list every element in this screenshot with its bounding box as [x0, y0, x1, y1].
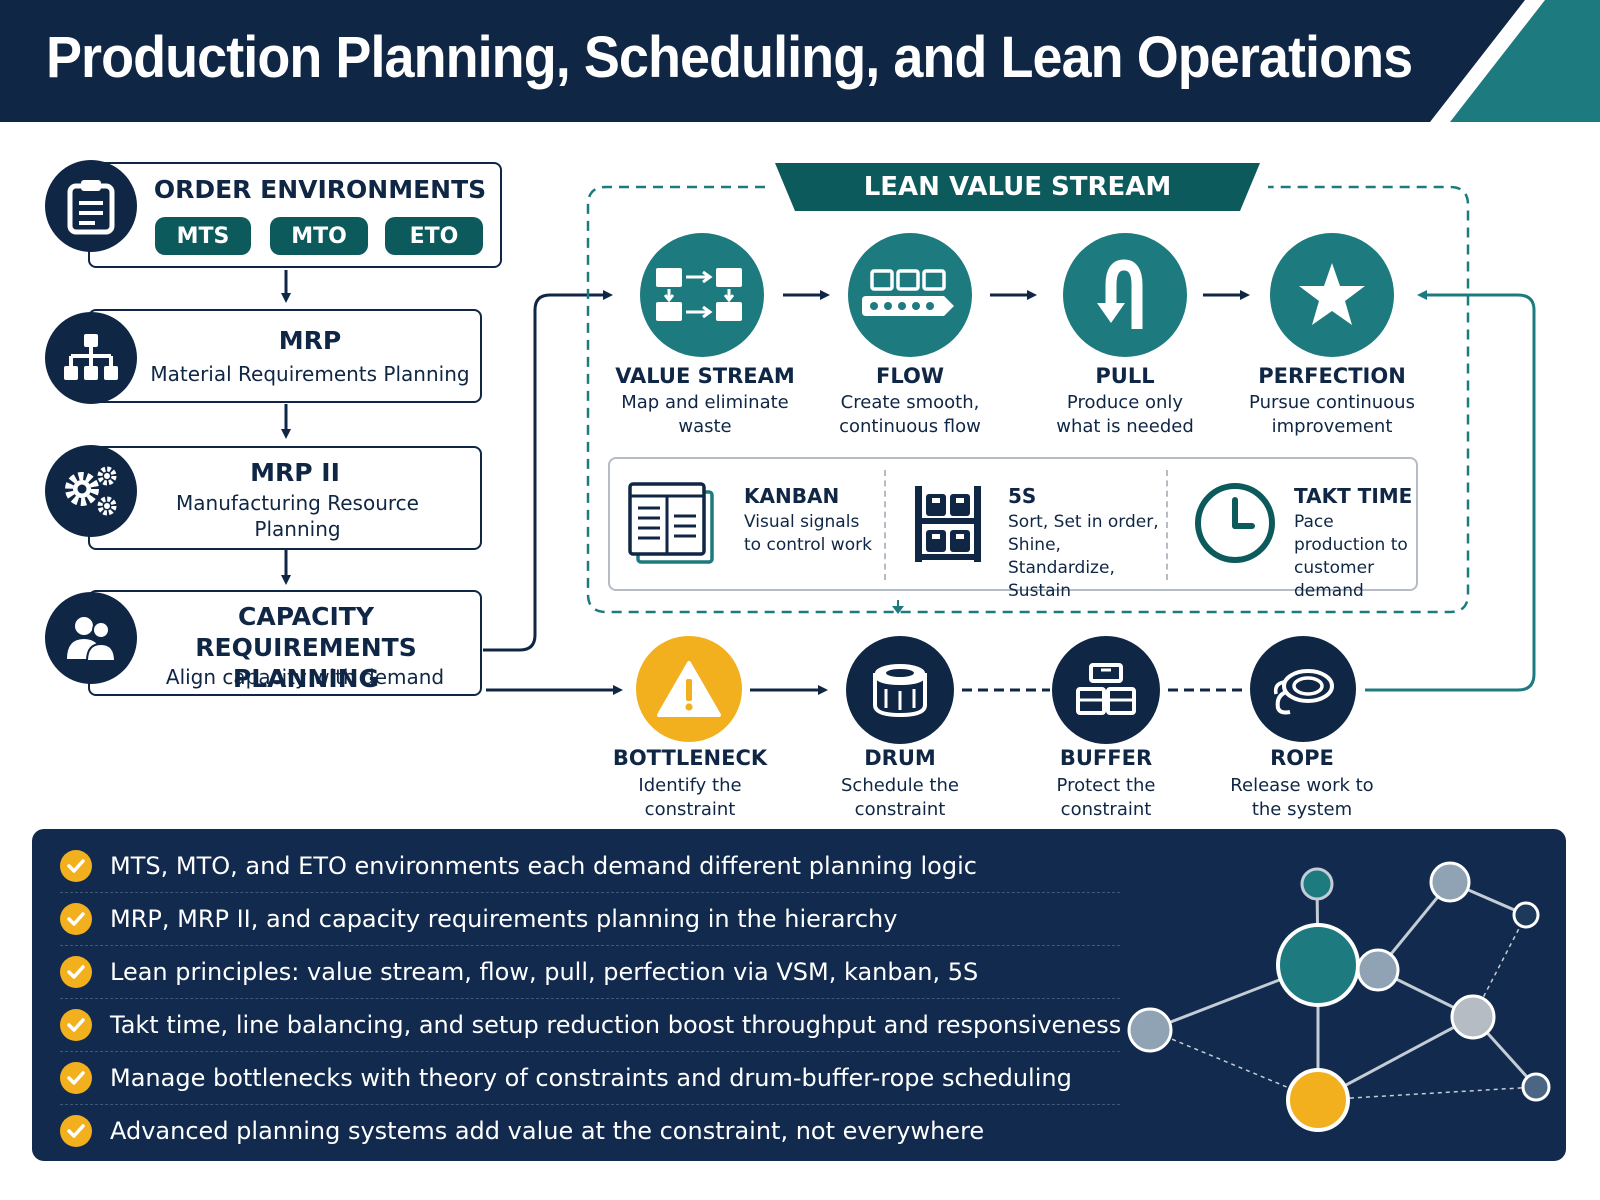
checkmark-icon: [60, 1115, 92, 1147]
value-stream-icon: [656, 268, 742, 321]
flow-circle: [848, 233, 972, 357]
u-turn-arrow-icon: [1097, 259, 1143, 329]
gears-icon: [65, 466, 117, 516]
checkmark-icon: [60, 903, 92, 935]
mrp2-subtitle: Manufacturing Resource Planning: [176, 491, 419, 541]
summary-item: MRP, MRP II, and capacity requirements p…: [60, 896, 1060, 942]
clock-icon: [1195, 483, 1275, 563]
warning-icon: [657, 661, 721, 717]
principle-desc-perfection: Pursue continuous improvement: [1249, 392, 1415, 437]
toc-desc-bottleneck: Identify the constraint: [638, 775, 742, 820]
summary-separator: [60, 1051, 1120, 1052]
summary-separator: [60, 892, 1120, 893]
principle-desc-flow: Create smooth, continuous flow: [839, 392, 981, 437]
principle-label-perfection: PERFECTION: [1258, 364, 1406, 388]
crp-icon-circle: [45, 592, 137, 684]
summary-item: Lean principles: value stream, flow, pul…: [60, 949, 1060, 995]
toc-desc-drum: Schedule the constraint: [841, 775, 959, 820]
crp-box: [88, 590, 482, 696]
shelf-icon: [915, 486, 981, 562]
toc-label-drum: DRUM: [864, 746, 936, 770]
clipboard-icon: [67, 180, 115, 235]
lean-tools-panel: [608, 457, 1418, 591]
tools-divider-2: [1166, 470, 1168, 580]
buffer-circle: [1052, 636, 1160, 744]
drum-icon: [873, 664, 927, 718]
people-icon: [67, 617, 117, 662]
buffer-icon: [1076, 663, 1136, 715]
bottleneck-circle: [636, 636, 742, 742]
rope-icon: [1273, 669, 1334, 715]
pill-mts: MTS: [155, 217, 251, 255]
mrp-subtitle: Material Requirements Planning: [150, 362, 470, 386]
tool-desc-kanban: Visual signals to control work: [744, 512, 872, 555]
checkmark-icon: [60, 1009, 92, 1041]
summary-separator: [60, 1104, 1120, 1105]
mrp2-icon-circle: [45, 445, 137, 537]
principle-label-flow: FLOW: [876, 364, 944, 388]
summary-text: Lean principles: value stream, flow, pul…: [110, 958, 979, 986]
tools-divider-1: [884, 470, 886, 580]
summary-item: Takt time, line balancing, and setup red…: [60, 1002, 1121, 1048]
checkmark-icon: [60, 956, 92, 988]
mrp2-title: MRP II: [250, 458, 340, 487]
summary-separator: [60, 945, 1120, 946]
summary-text: Manage bottlenecks with theory of constr…: [110, 1064, 1072, 1092]
tool-label-kanban: KANBAN: [744, 484, 840, 508]
pull-circle: [1063, 233, 1187, 357]
toc-desc-rope: Release work to the system: [1230, 775, 1374, 820]
page-title: Production Planning, Scheduling, and Lea…: [46, 25, 1413, 90]
rope-circle: [1250, 636, 1356, 742]
kanban-board-icon: [628, 482, 714, 564]
mrp-title: MRP: [278, 326, 342, 355]
pill-mto: MTO: [270, 217, 368, 255]
summary-text: Advanced planning systems add value at t…: [110, 1117, 985, 1145]
checkmark-icon: [60, 1062, 92, 1094]
value-stream-circle: [640, 233, 764, 357]
principle-label-value-stream: VALUE STREAM: [615, 364, 795, 388]
order-icon-circle: [45, 160, 137, 252]
perfection-circle: [1270, 233, 1394, 357]
checkmark-icon: [60, 850, 92, 882]
summary-item: Manage bottlenecks with theory of constr…: [60, 1055, 1072, 1101]
summary-item: MTS, MTO, and ETO environments each dema…: [60, 843, 1060, 889]
crp-title: CAPACITY REQUIREMENTS PLANNING: [195, 602, 417, 693]
mrp2-box: [88, 446, 482, 550]
mrp-box: [88, 309, 482, 403]
principle-label-pull: PULL: [1095, 364, 1155, 388]
lean-banner-title: LEAN VALUE STREAM: [863, 172, 1172, 202]
drum-circle: [846, 636, 954, 744]
mrp-icon-circle: [45, 312, 137, 404]
conveyor-icon: [862, 269, 954, 316]
toc-label-bottleneck: BOTTLENECK: [612, 746, 768, 770]
principle-desc-value-stream: Map and eliminate waste: [621, 392, 789, 437]
org-chart-icon: [64, 334, 118, 380]
star-icon: [1299, 263, 1365, 325]
order-environments-title: ORDER ENVIRONMENTS: [153, 175, 487, 204]
tool-desc-takt-time: Pace production to customer demand: [1294, 512, 1408, 601]
tool-desc-5s: Sort, Set in order, Shine, Standardize, …: [1008, 512, 1159, 601]
header-banner: [0, 0, 1600, 122]
pill-eto: ETO: [385, 217, 483, 255]
toc-label-rope: ROPE: [1270, 746, 1334, 770]
toc-desc-buffer: Protect the constraint: [1056, 775, 1156, 820]
lean-banner-shape: [775, 163, 1260, 211]
summary-item: Advanced planning systems add value at t…: [60, 1108, 1060, 1154]
summary-text: Takt time, line balancing, and setup red…: [110, 1011, 1122, 1039]
crp-subtitle: Align capacity with demand: [165, 665, 445, 689]
tool-label-5s: 5S: [1008, 484, 1037, 508]
principle-desc-pull: Produce only what is needed: [1056, 392, 1194, 437]
tool-label-takt-time: TAKT TIME: [1294, 484, 1413, 508]
summary-separator: [60, 998, 1120, 999]
summary-text: MTS, MTO, and ETO environments each dema…: [110, 852, 977, 880]
toc-label-buffer: BUFFER: [1059, 746, 1153, 770]
network-graphic: [1127, 861, 1551, 1132]
summary-text: MRP, MRP II, and capacity requirements p…: [110, 905, 898, 933]
